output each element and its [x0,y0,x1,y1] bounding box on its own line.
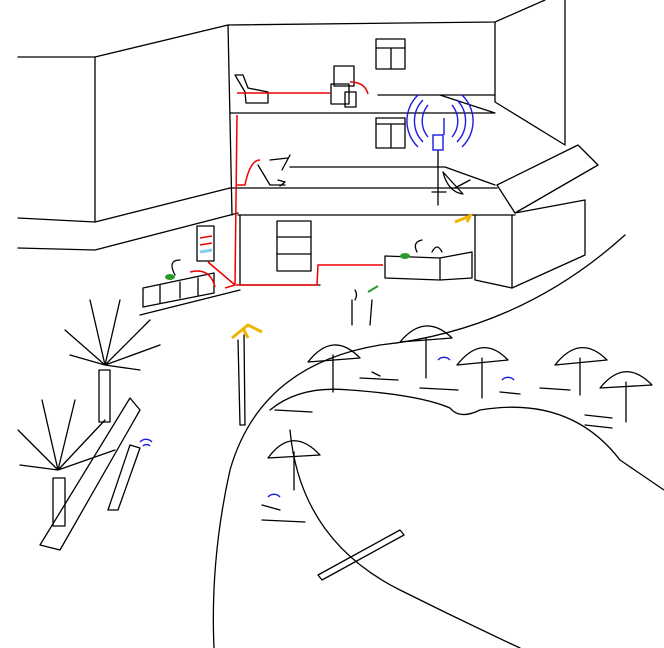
people-icon [351,289,373,326]
tv-icon [330,65,357,108]
indoor-access-point-icon [454,213,474,224]
beach-umbrella-icon [267,325,653,491]
palm-tree-icon [17,399,116,527]
armchair-icon [234,74,269,104]
left-wing [17,24,239,251]
phone-green-icon [400,253,410,259]
satellite-dish-icon [442,171,471,195]
laptop-green-icon [165,274,175,280]
antenna-mast-icon [406,94,474,206]
server-rack-red-icon [199,235,213,246]
reception-desk-icon [384,239,473,281]
grounds [39,234,664,648]
cabinet-icon [276,220,312,272]
office-desk-icon [142,225,215,308]
server-rack-blue-icon [199,248,213,254]
palm-tree-icon [64,299,161,423]
sun-lounger-icon [261,371,613,523]
wifi-signal-icon [267,356,515,498]
outdoor-access-point-icon [231,323,263,340]
main-building [139,0,599,316]
desk-with-person-icon [257,154,291,187]
network-cable [189,81,383,289]
phone-green-icon [367,285,379,293]
wifi-signal-icon [139,438,153,447]
